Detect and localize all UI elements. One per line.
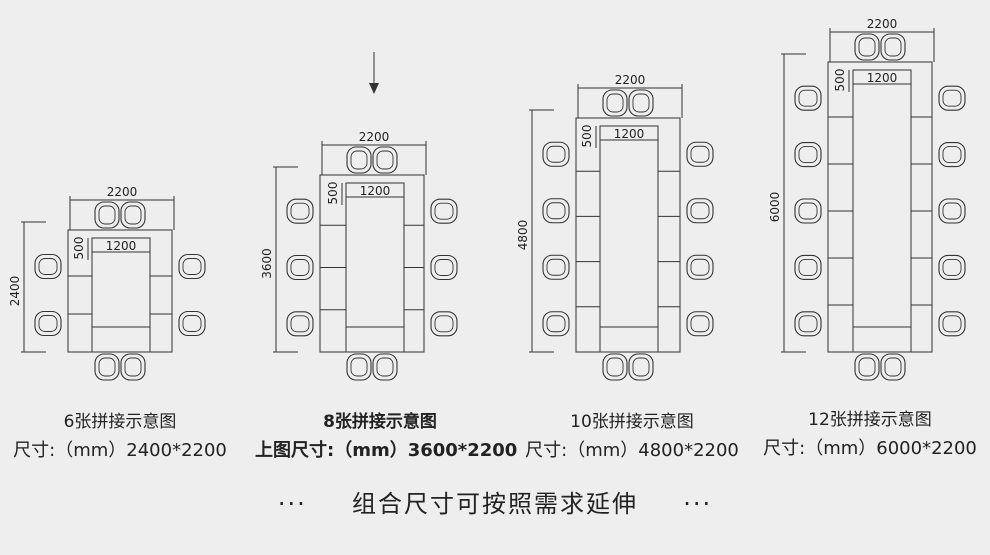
dim-label-top: 2200 (615, 73, 646, 87)
chair-left (794, 311, 822, 337)
chair-right (430, 311, 458, 337)
layout-title-8: 8张拼接示意图 (323, 412, 437, 432)
dim-label-top: 2200 (107, 185, 138, 199)
chair-right (686, 254, 714, 280)
chair-bottom (372, 353, 398, 381)
chair-bottom (346, 353, 372, 381)
chair-right (178, 253, 206, 280)
chair-left (542, 198, 570, 224)
layout-6: 2200 1200 500 2400 (8, 185, 206, 381)
chair-bottom (628, 353, 654, 381)
dim-label-height: 2400 (8, 276, 22, 307)
chair-left (542, 141, 570, 167)
dim-label-table-width: 1200 (867, 71, 898, 85)
chair-left (34, 253, 62, 280)
footer-ellipsis-left: ··· (277, 490, 307, 518)
dim-label-height: 6000 (768, 192, 782, 223)
dim-label-top: 2200 (359, 130, 390, 144)
dim-label-depth: 500 (833, 69, 847, 92)
table-frame (827, 61, 933, 353)
caption-12: 12张拼接示意图 尺寸:（mm）6000*2200 (755, 409, 985, 461)
layout-size-6: 尺寸:（mm）2400*2200 (13, 440, 227, 461)
chair-top (346, 146, 372, 174)
chair-top (94, 201, 120, 229)
chair-top (880, 33, 906, 61)
chair-left (542, 311, 570, 337)
chair-bottom (854, 353, 880, 381)
dim-label-table-width: 1200 (360, 184, 391, 198)
footer-note: ··· 组合尺寸可按照需求延伸 ··· (0, 484, 990, 519)
layout-12: 2200 1200 500 6000 (768, 17, 966, 381)
dim-label-depth: 500 (580, 125, 594, 148)
layout-title-12: 12张拼接示意图 (808, 410, 932, 430)
chair-left (794, 198, 822, 224)
chair-right (938, 85, 966, 111)
chair-left (794, 142, 822, 168)
chair-top (628, 89, 654, 117)
chair-left (542, 254, 570, 280)
caption-10: 10张拼接示意图 尺寸:（mm）4800*2200 (512, 411, 752, 463)
chair-right (686, 198, 714, 224)
chair-left (286, 311, 314, 337)
chair-right (938, 254, 966, 280)
layout-size-8: 上图尺寸:（mm）3600*2200 (255, 440, 518, 461)
layout-10: 2200 1200 500 4800 (516, 73, 714, 381)
chair-right (938, 198, 966, 224)
caption-8: 8张拼接示意图 上图尺寸:（mm）3600*2200 (255, 411, 518, 463)
chair-right (938, 311, 966, 337)
chair-right (686, 311, 714, 337)
dim-label-depth: 500 (72, 237, 86, 260)
chair-left (794, 85, 822, 111)
layout-title-10: 10张拼接示意图 (570, 412, 694, 432)
table-frame (575, 117, 681, 353)
table-inner (852, 69, 912, 353)
chair-top (120, 201, 146, 229)
chair-bottom (602, 353, 628, 381)
layout-size-10: 尺寸:（mm）4800*2200 (525, 440, 739, 461)
chair-left (286, 198, 314, 224)
caption-6: 6张拼接示意图 尺寸:（mm）2400*2200 (0, 411, 240, 463)
layout-8: 2200 1200 500 3600 (260, 52, 458, 381)
chair-right (938, 142, 966, 168)
chair-bottom (880, 353, 906, 381)
chair-right (178, 310, 206, 337)
table-inner (91, 237, 151, 353)
layout-title-6: 6张拼接示意图 (63, 412, 177, 432)
dim-label-depth: 500 (326, 182, 340, 205)
chair-right (686, 141, 714, 167)
table-inner (599, 125, 659, 353)
dim-label-table-width: 1200 (106, 239, 137, 253)
dim-label-height: 4800 (516, 220, 530, 251)
chair-left (34, 310, 62, 337)
highlight-arrow-head (369, 83, 379, 94)
footer-text: 组合尺寸可按照需求延伸 (352, 490, 638, 518)
chair-top (372, 146, 398, 174)
dim-label-table-width: 1200 (614, 127, 645, 141)
chair-left (794, 254, 822, 280)
chair-bottom (94, 353, 120, 381)
chair-bottom (120, 353, 146, 381)
dim-label-height: 3600 (260, 248, 274, 279)
chair-right (430, 198, 458, 224)
chair-top (602, 89, 628, 117)
layout-size-12: 尺寸:（mm）6000*2200 (763, 438, 977, 459)
chair-right (430, 254, 458, 281)
chair-left (286, 254, 314, 281)
dim-label-top: 2200 (867, 17, 898, 31)
chair-top (854, 33, 880, 61)
footer-ellipsis-right: ··· (683, 490, 713, 518)
